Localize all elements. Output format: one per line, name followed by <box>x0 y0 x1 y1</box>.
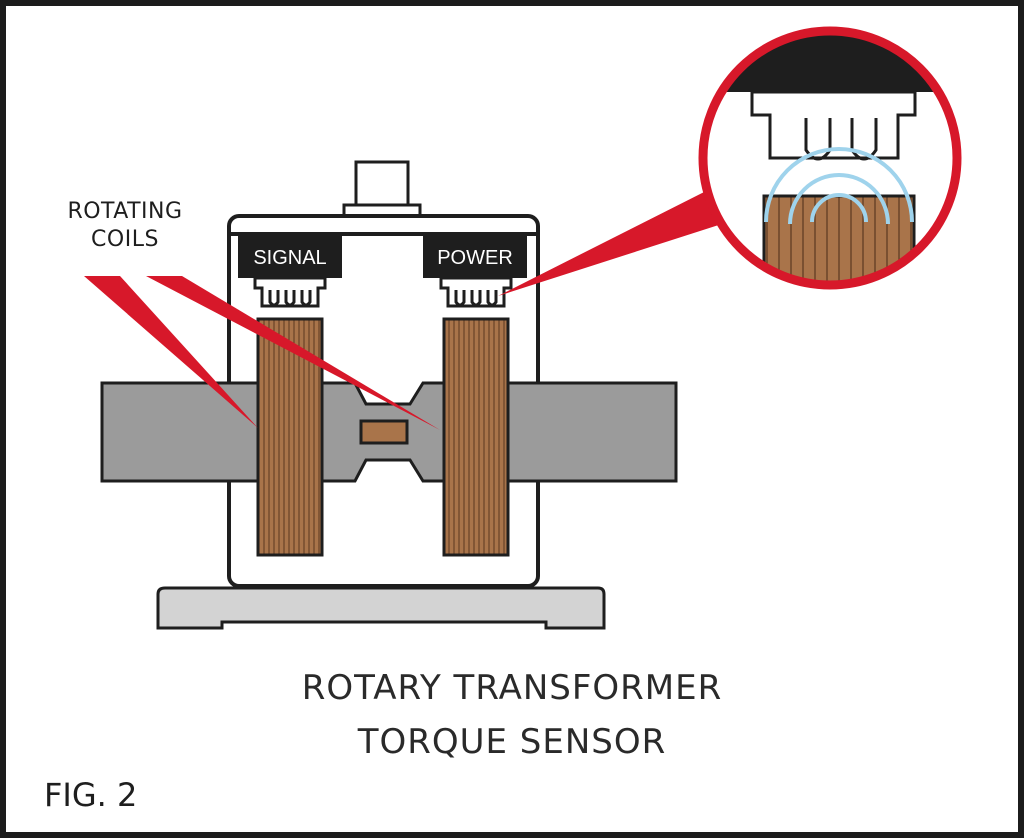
figure-number: FIG. 2 <box>44 776 138 814</box>
signal-label: SIGNAL <box>253 247 326 269</box>
signal-rotating-coil <box>256 317 324 557</box>
rotating-coils-line-1: ROTATING <box>67 199 183 224</box>
power-connector <box>423 236 527 278</box>
magnetic-field-lines <box>764 147 914 225</box>
coil-pointer-left <box>84 276 258 428</box>
diagram-title-line-1: ROTARY TRANSFORMER <box>301 668 723 708</box>
power-pickup-head <box>439 276 513 308</box>
signal-pickup-head <box>253 276 327 308</box>
rotating-coils-label: ROTATING COILS <box>50 198 200 254</box>
diagram-title-line-2: TORQUE SENSOR <box>357 722 667 762</box>
base-plate <box>156 586 606 630</box>
strain-gauge <box>359 419 409 445</box>
magnified-detail <box>698 26 962 290</box>
coil-pointer-right <box>146 276 440 430</box>
power-label: POWER <box>437 247 513 269</box>
magnifier-pointer <box>498 186 728 296</box>
signal-connector <box>238 236 342 278</box>
rotating-coils-line-2: COILS <box>91 227 159 252</box>
power-rotating-coil <box>442 317 510 557</box>
top-shaft-knob <box>354 160 410 208</box>
